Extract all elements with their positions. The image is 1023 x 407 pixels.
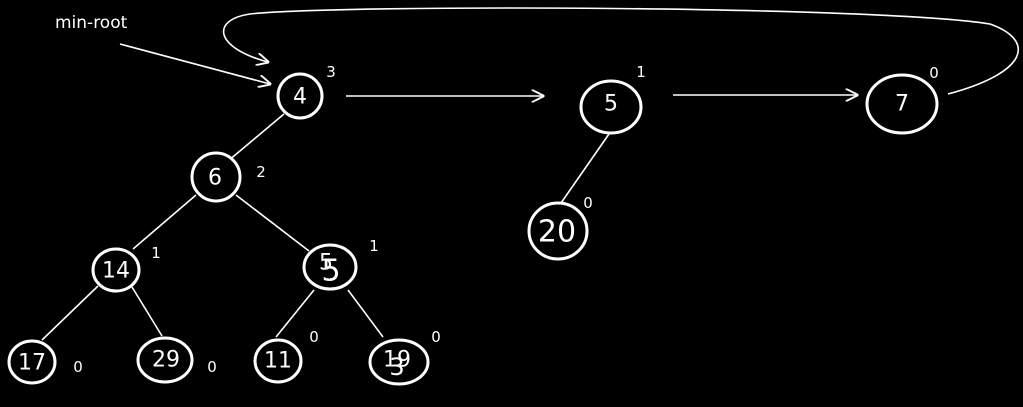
node-key: 11 xyxy=(264,349,292,374)
node-11: 11 0 xyxy=(253,328,319,384)
min-root-label: min-root xyxy=(55,13,128,33)
node-7: 7 0 xyxy=(865,64,939,135)
edge-5-11 xyxy=(275,289,315,338)
node-17: 17 0 xyxy=(7,339,83,385)
node-overlay-key: 3 xyxy=(389,353,404,381)
min-root-pointer-arrow xyxy=(119,43,270,84)
node-degree: 0 xyxy=(583,194,593,212)
node-degree: 1 xyxy=(636,63,646,81)
node-29: 29 0 xyxy=(136,336,217,384)
edge-6-5 xyxy=(235,194,310,252)
node-6: 6 2 xyxy=(190,151,266,203)
node-degree: 0 xyxy=(431,328,441,346)
node-key: 4 xyxy=(293,85,307,110)
node-key: 17 xyxy=(18,351,46,376)
node-14: 14 1 xyxy=(91,244,161,293)
node-degree: 1 xyxy=(369,237,379,255)
node-key: 7 xyxy=(895,92,909,117)
node-key: 14 xyxy=(102,259,130,284)
node-key: 5 xyxy=(319,251,333,276)
node-key: 5 xyxy=(604,92,618,117)
edge-6-14 xyxy=(132,194,197,250)
node-5-root: 5 1 xyxy=(579,63,646,135)
node-degree: 3 xyxy=(326,63,336,81)
node-key: 29 xyxy=(152,348,180,373)
node-degree: 0 xyxy=(929,64,939,82)
node-19: 19 3 0 xyxy=(368,328,441,386)
node-key: 20 xyxy=(538,215,576,250)
node-key: 19 xyxy=(383,348,411,373)
node-5-child: 5 5 1 xyxy=(302,237,379,291)
node-4: 4 3 xyxy=(276,63,336,120)
node-degree: 2 xyxy=(256,163,266,181)
node-degree: 1 xyxy=(151,244,161,262)
edge-14-17 xyxy=(41,285,99,341)
node-degree: 0 xyxy=(309,328,319,346)
edge-14-29 xyxy=(131,286,163,337)
node-20: 20 0 xyxy=(527,194,593,261)
edge-5-19 xyxy=(347,289,384,338)
node-key: 6 xyxy=(208,166,222,191)
edge-4-6 xyxy=(227,113,285,162)
root-list-wrap-arrow xyxy=(222,7,1019,95)
node-degree: 0 xyxy=(207,358,217,376)
edge-5-20 xyxy=(560,133,610,204)
node-degree: 0 xyxy=(73,358,83,376)
node-overlay-key: 5 xyxy=(321,254,340,289)
